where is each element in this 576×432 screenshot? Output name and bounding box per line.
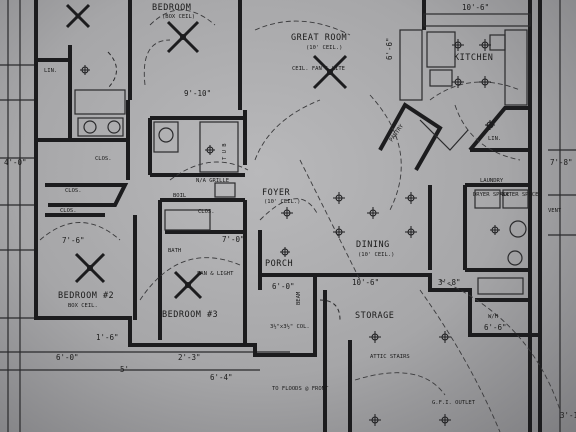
note-bedroom2: BOX CEIL. — [68, 303, 98, 309]
note-foyer: (10' CEIL.) — [264, 199, 300, 205]
label-porch: PORCH — [265, 259, 293, 269]
note-fan-light: FAN & LIGHT — [197, 271, 234, 277]
note-boil: BOIL — [173, 193, 187, 199]
dim-closet: 7'-6" — [62, 236, 85, 245]
dim-bedroom2-width: 6'-0" — [56, 353, 79, 362]
bath-fixtures — [74, 89, 239, 231]
label-closet-2: CLOS. — [60, 208, 77, 214]
label-linen-1: LIN. — [44, 68, 57, 74]
label-dryer-space: DRYER SPACE — [473, 192, 509, 198]
kitchen-counters — [399, 13, 531, 295]
dim-porch: 6'-0" — [272, 282, 295, 291]
note-to-floods: TO FLOODS @ FRONT — [272, 386, 329, 392]
note-column: 3½"x3½" COL. — [270, 323, 310, 330]
dim-bedroom3: 6'-4" — [210, 373, 233, 382]
note-attic-stairs: ATTIC STAIRS — [370, 354, 410, 360]
label-bedroom2: BEDROOM #2 — [58, 291, 114, 301]
ceiling-fan-bedroom2 — [74, 252, 106, 284]
note-gfi-outlet: G.F.I. OUTLET — [432, 400, 476, 406]
note-beam: BEAM — [296, 291, 302, 305]
note-great-room: (10' CEIL.) — [306, 45, 342, 51]
dim-bottom-short: 5' — [120, 365, 129, 374]
dim-right-edge: 3'-10" — [560, 411, 576, 420]
note-na-grille: N/A GRILLE — [196, 178, 229, 184]
dim-right-mid: 7'-8" — [550, 158, 573, 167]
label-great-room: GREAT ROOM — [291, 33, 347, 43]
label-bath: BATH — [168, 248, 181, 254]
label-storage: STORAGE — [355, 311, 394, 321]
dim-bedroom-top: 9'-10" — [184, 89, 211, 98]
ceiling-fan-bedroom-top — [166, 20, 200, 54]
dim-kitchen-depth: 6'-6" — [385, 37, 394, 60]
note-bedroom-top: (BOX CEIL) — [162, 14, 195, 20]
interior-walls — [36, 0, 530, 345]
label-linen-2: LIN. — [488, 136, 501, 142]
label-bedroom-top: BEDROOM — [152, 3, 191, 13]
note-ceil-fan: CEIL. FAN & LITE — [292, 66, 345, 72]
label-kitchen: KITCHEN — [454, 53, 493, 63]
dim-dining: 10'-6" — [352, 278, 379, 287]
dim-hall: 2'-3" — [178, 353, 201, 362]
dim-bath: 7'-0" — [222, 235, 245, 244]
label-laundry: LAUNDRY — [480, 178, 504, 184]
label-water-space: WATER SPACE — [502, 192, 538, 198]
note-vent: VENT — [548, 208, 562, 214]
label-bedroom3: BEDROOM #3 — [162, 310, 218, 320]
ceiling-fan-top-left — [65, 3, 91, 29]
dim-left-offset: 1'-6" — [96, 333, 119, 342]
ceiling-fan-bedroom3 — [173, 270, 203, 300]
label-dining: DINING — [356, 240, 390, 250]
label-foyer: FOYER — [262, 188, 290, 198]
label-closet-3: CLOS. — [198, 209, 215, 215]
label-water-heater: W/H — [488, 314, 498, 320]
wiring-arcs — [39, 9, 561, 432]
dim-left-mid: 4'-0" — [4, 158, 27, 167]
dim-kitchen-width: 10'-6" — [462, 3, 489, 12]
dim-laundry: 6'-6" — [484, 323, 507, 332]
label-closet-4: CLOS. — [95, 156, 112, 162]
dim-hall-right: 3'-8" — [438, 278, 461, 287]
light-fixtures — [80, 39, 500, 426]
note-tub: T U B — [222, 143, 228, 160]
note-dining: (10' CEIL.) — [358, 252, 394, 258]
label-closet-1: CLOS. — [65, 188, 82, 194]
ceiling-fan-great-room — [312, 54, 348, 90]
